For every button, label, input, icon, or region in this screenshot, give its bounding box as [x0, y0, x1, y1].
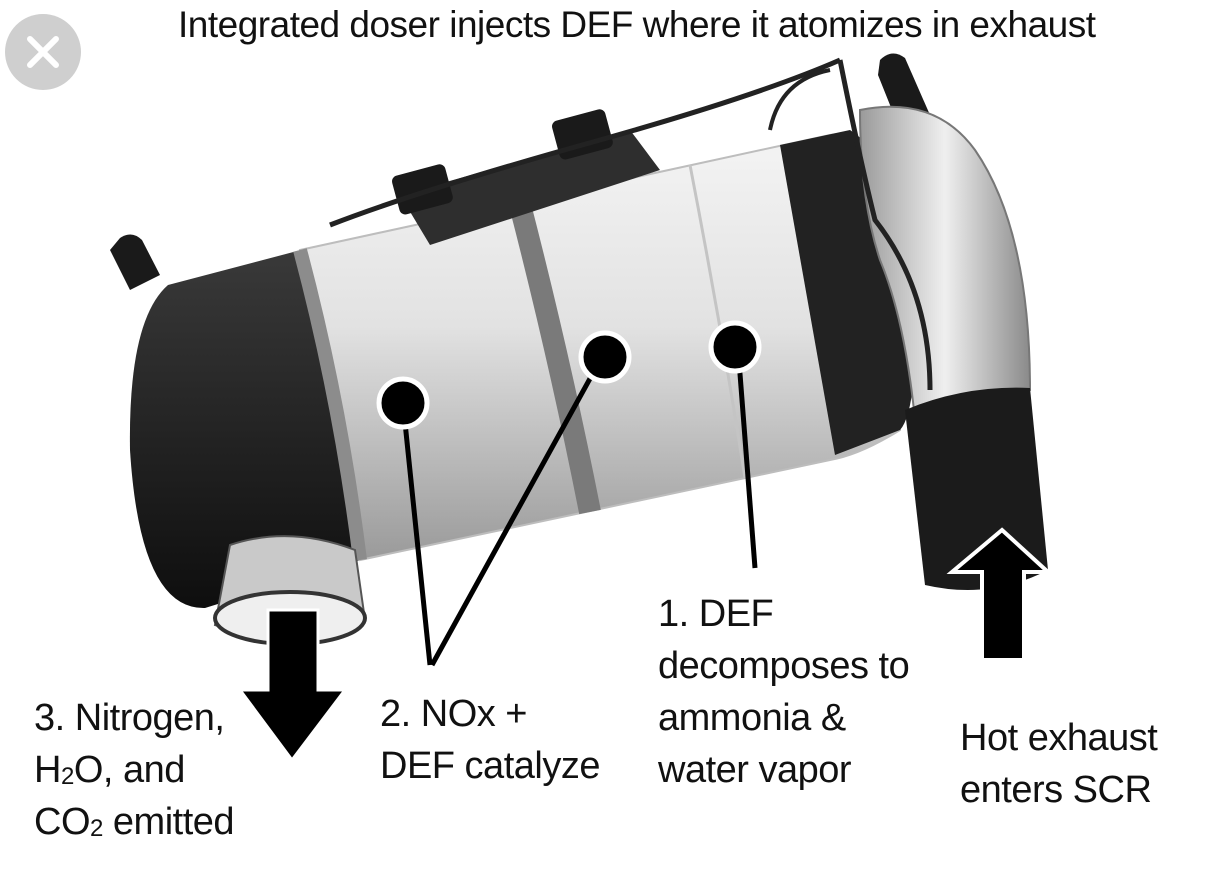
canister-end-cap-left [129, 245, 360, 609]
label-step3-line: 3. Nitrogen, [34, 697, 225, 739]
close-icon [27, 36, 59, 68]
canister-band-right [688, 164, 747, 479]
sensor-wire-right [837, 59, 933, 391]
label-inlet-line: enters SCR [960, 769, 1152, 811]
label-step2-line: 2. NOx + [380, 693, 527, 735]
label-step3-line: CO2 emitted [34, 801, 235, 843]
label-step3: 3. Nitrogen, H2O, and CO2 emitted [34, 692, 235, 848]
inlet-arrow-up [946, 527, 1054, 662]
label-inlet-line: Hot exhaust [960, 717, 1158, 759]
canister-band-left [293, 248, 367, 561]
callout-line-step1 [735, 347, 758, 569]
canister-band-mid [509, 202, 601, 515]
marker-nox-catalyze-right [578, 330, 632, 384]
callout-line-step2b [429, 353, 606, 667]
mount-lug-left [110, 234, 160, 290]
label-step1-line: decomposes to [658, 645, 910, 687]
diagram-title: Integrated doser injects DEF where it at… [178, 4, 1096, 45]
callout-line-step2a [400, 402, 433, 666]
marker-def-decomposes [708, 320, 762, 374]
label-step1-line: water vapor [658, 749, 852, 791]
label-step2: 2. NOx + DEF catalyze [380, 688, 600, 792]
label-step1-line: ammonia & [658, 697, 846, 739]
label-step2-line: DEF catalyze [380, 745, 600, 787]
label-step1: 1. DEF decomposes to ammonia & water vap… [658, 588, 910, 796]
outlet-arrow-down [237, 608, 349, 763]
marker-nox-catalyze-left [376, 376, 430, 430]
close-button[interactable] [5, 14, 81, 90]
label-inlet: Hot exhaust enters SCR [960, 712, 1158, 816]
doser-bracket [400, 130, 660, 245]
sensor-wire-loop [768, 68, 831, 131]
doser-connector-left [392, 164, 453, 215]
sensor-wire-top [329, 57, 842, 228]
label-step1-line: 1. DEF [658, 593, 774, 635]
label-step3-line: H2O, and [34, 749, 185, 791]
